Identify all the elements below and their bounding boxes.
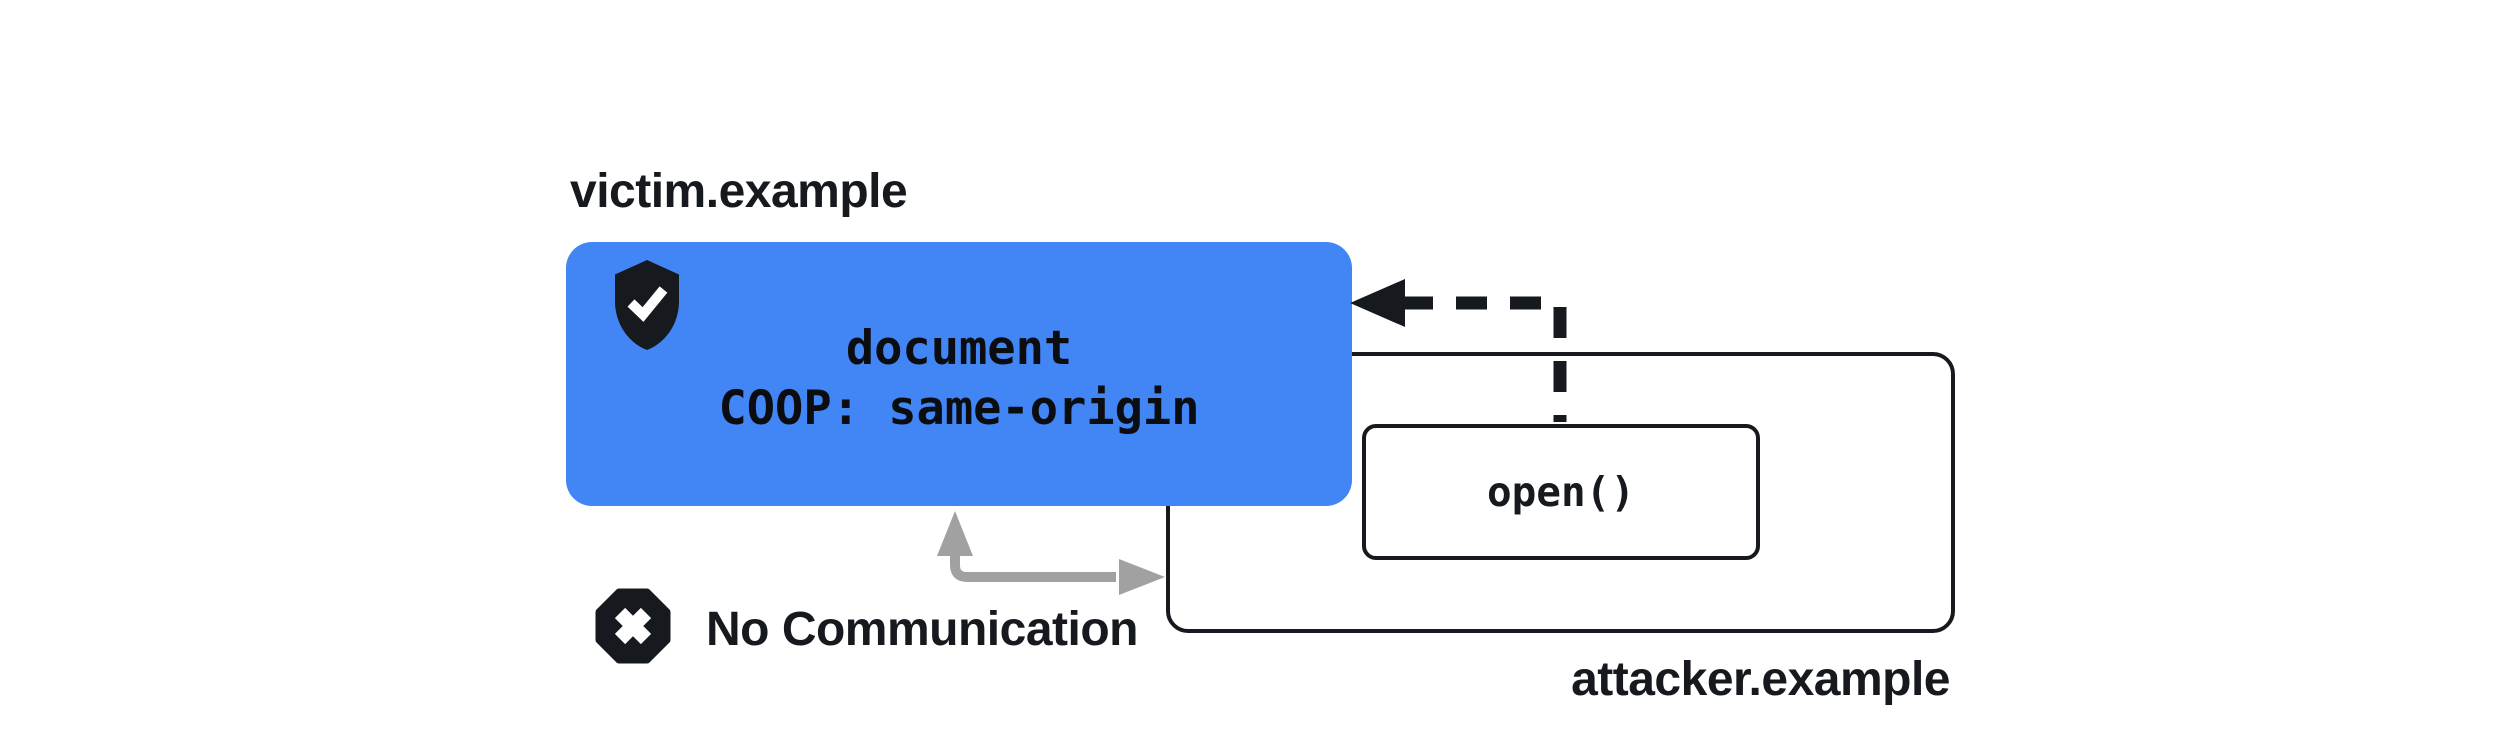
attacker-domain-label: attacker.example xyxy=(1571,653,1950,706)
gray-elbow-double-arrow xyxy=(937,511,1165,595)
victim-domain-label: victim.example xyxy=(570,165,908,218)
victim-card-line1: document xyxy=(845,321,1073,376)
no-communication-label: No Communication xyxy=(706,603,1139,656)
blocked-x-icon xyxy=(595,588,671,664)
open-call-label: open() xyxy=(1486,468,1636,516)
victim-card-line2: COOP: same-origin xyxy=(718,381,1200,436)
open-call-box: open() xyxy=(1362,424,1760,560)
shield-check-icon xyxy=(610,258,684,352)
